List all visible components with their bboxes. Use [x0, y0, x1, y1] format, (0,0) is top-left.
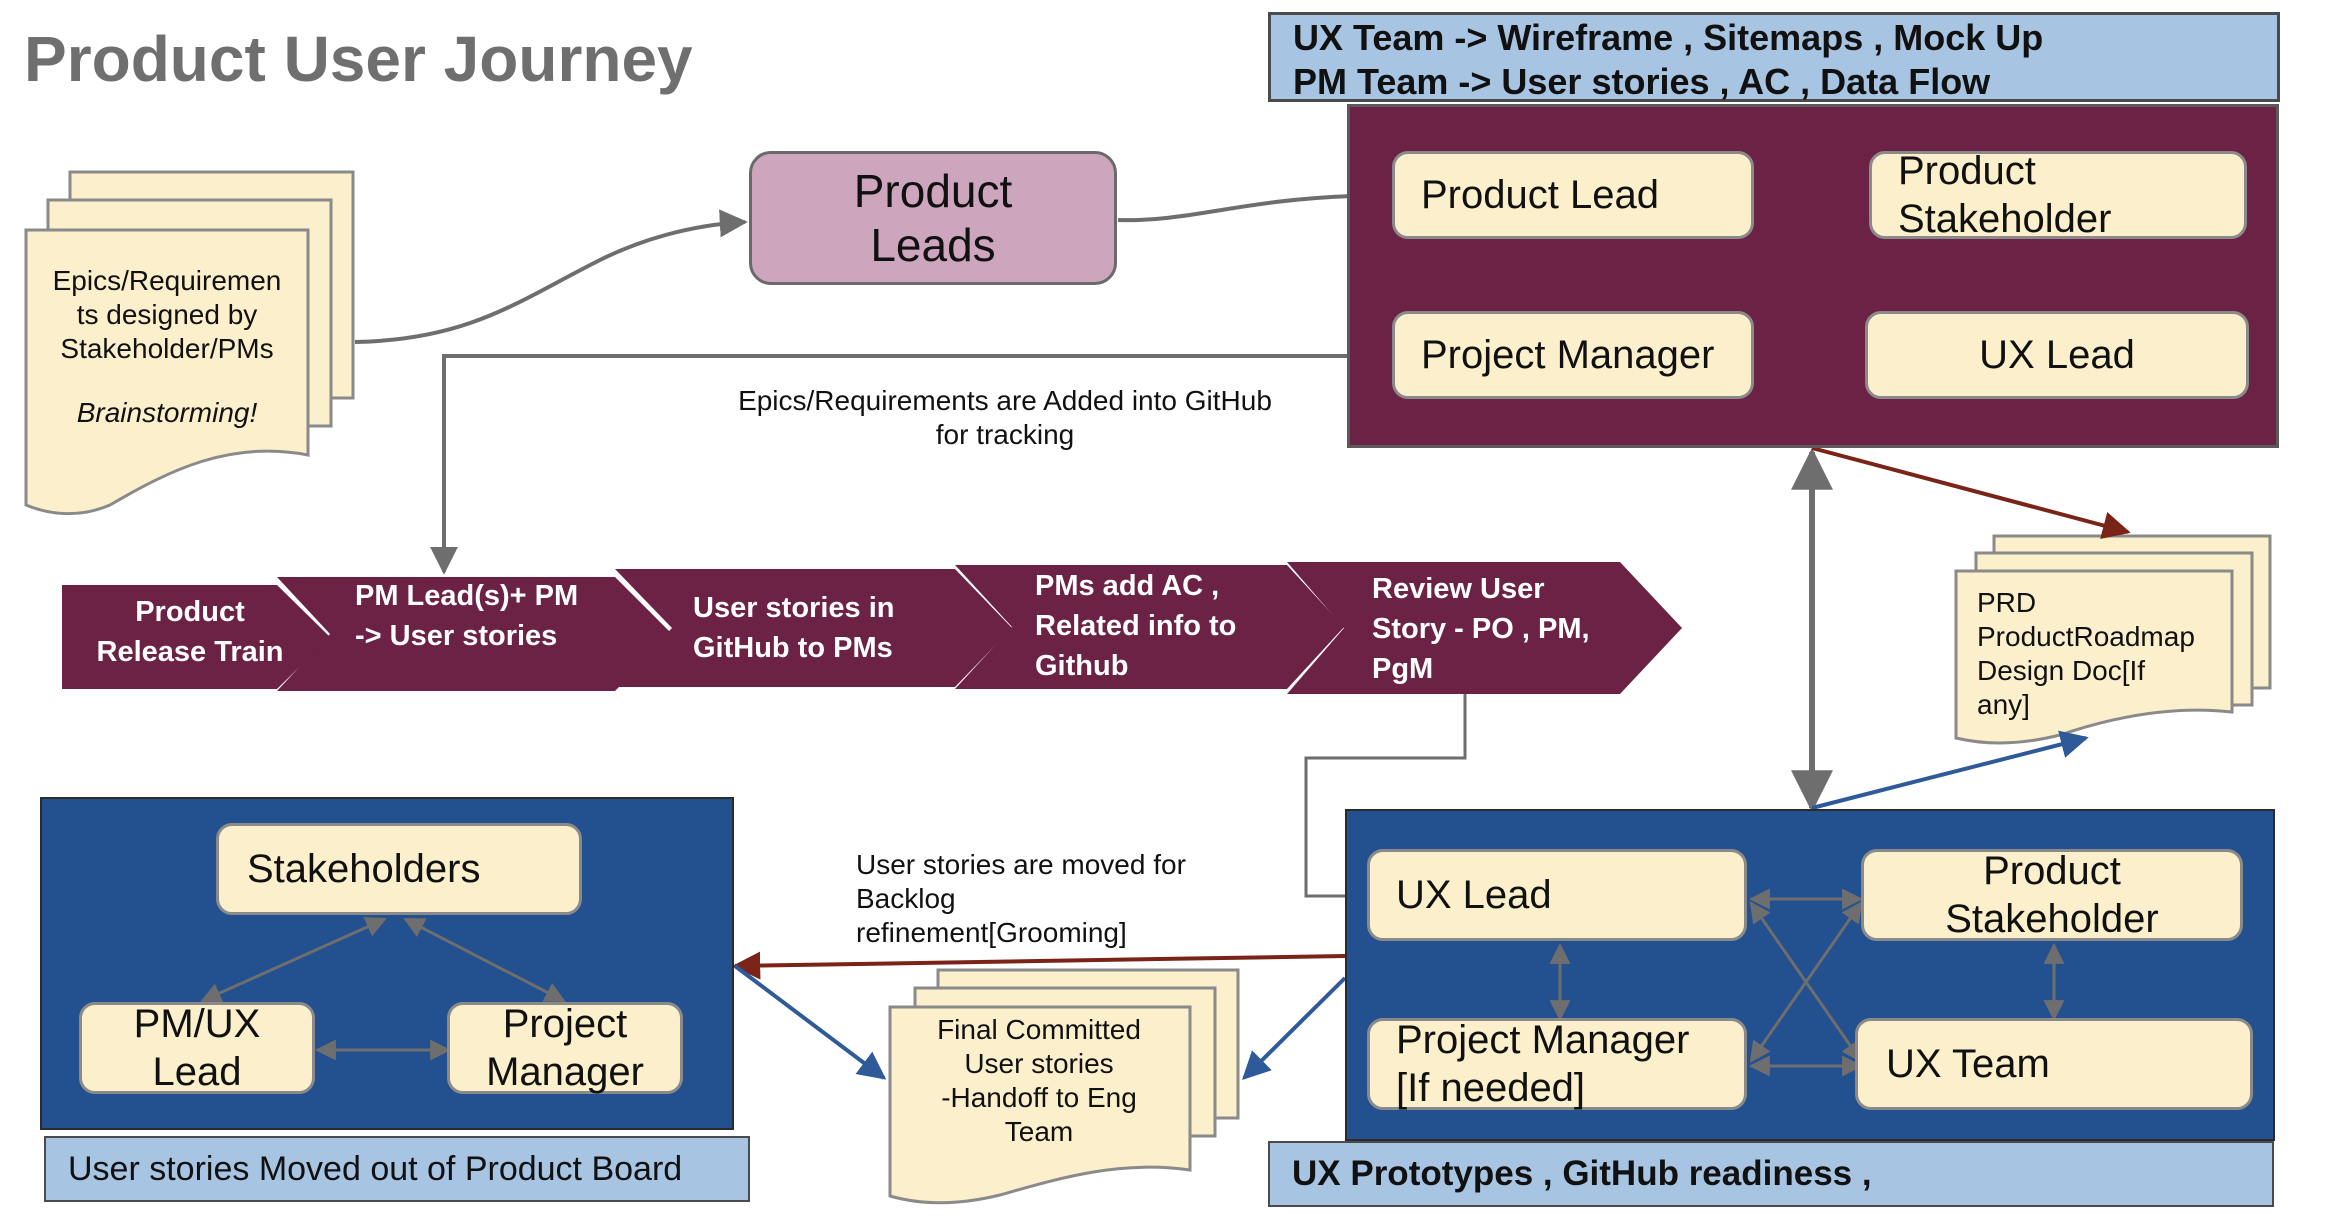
bottom-ux-team-label: UX Team	[1886, 1042, 2050, 1086]
left-project-manager-card: Project Manager	[447, 1002, 683, 1094]
github-note-line-2: for tracking	[935, 419, 1075, 450]
epics-document-stack	[24, 170, 355, 516]
epics-doc-line-3: Stakeholder/PMs	[60, 333, 274, 364]
bottom-panel-to-final-arrow	[1242, 976, 1347, 1080]
prd-document-stack	[1954, 534, 2272, 745]
left-pm-ux-lead-card: PM/UX Lead	[79, 1002, 315, 1094]
chevron-step-1	[62, 585, 330, 689]
bottom-right-banner: UX Prototypes , GitHub readiness ,	[1268, 1141, 2274, 1207]
bottom-ux-lead-card: UX Lead	[1367, 849, 1747, 941]
top-ux-lead-label: UX Lead	[1979, 333, 2135, 377]
epics-doc-line-4: Brainstorming!	[76, 397, 258, 428]
final-document-stack	[888, 968, 1240, 1205]
left-panel-connectors	[200, 917, 566, 1061]
top-project-manager-label: Project Manager	[1421, 333, 1715, 377]
leads-to-panel-line	[1117, 194, 1353, 223]
top-panel-to-prd-arrow	[1811, 446, 2131, 540]
left-bottom-banner: User stories Moved out of Product Board	[44, 1136, 750, 1202]
review-to-ux-lead-line	[1304, 694, 1467, 898]
epics-doc-line-2: ts designed by	[76, 299, 258, 330]
bottom-panel-to-prd-arrow	[1811, 730, 2089, 810]
product-leads-line-2: Leads	[870, 219, 996, 271]
step-5-label: Review User Story - PO , PM, PgM	[1372, 573, 1590, 685]
bottom-project-manager-card: Project Manager [If needed]	[1367, 1018, 1747, 1110]
epics-doc-line-1: Epics/Requiremen	[52, 265, 282, 296]
step-3-label: User stories in GitHub to PMs	[693, 592, 895, 664]
top-banner-line-1: UX Team -> Wireframe , Sitemaps , Mock U…	[1293, 17, 2044, 58]
chevron-step-5	[1287, 562, 1682, 694]
chevron-step-2	[277, 577, 672, 691]
backlog-note: User stories are moved for Backlog refin…	[856, 849, 1186, 948]
prd-doc-text: PRD ProductRoadmap Design Doc[If any]	[1977, 587, 2195, 720]
page-title: Product User Journey	[24, 23, 693, 95]
github-tracking-arrow	[430, 354, 1398, 575]
process-chevrons	[62, 562, 1682, 694]
step-1-label: Product Release Train	[96, 596, 284, 668]
top-product-stakeholder-line-1: Product	[1898, 149, 2036, 193]
step-4-label: PMs add AC , Related info to Github	[1035, 570, 1237, 682]
chevron-step-4	[955, 565, 1344, 689]
left-panel-to-final-arrow	[733, 964, 887, 1080]
bottom-panel-connectors	[1549, 888, 2065, 1077]
top-project-manager-card: Project Manager	[1392, 311, 1754, 399]
backlog-arrow	[732, 951, 1346, 980]
top-product-lead-card: Product Lead	[1392, 151, 1754, 239]
github-tracking-note: Epics/Requirements are Added into GitHub…	[690, 384, 1320, 452]
top-product-stakeholder-card: Product Stakeholder	[1869, 149, 2247, 241]
top-product-lead-label: Product Lead	[1421, 173, 1659, 217]
left-stakeholders-card: Stakeholders	[216, 823, 582, 915]
final-doc-text: Final Committed User stories -Handoff to…	[937, 1014, 1141, 1147]
epics-doc-text: Epics/Requiremen ts designed by Stakehol…	[32, 264, 302, 430]
top-banner-line-2: PM Team -> User stories , AC , Data Flow	[1293, 61, 1991, 102]
top-banner: UX Team -> Wireframe , Sitemaps , Mock U…	[1268, 12, 2280, 102]
product-leads-line-1: Product	[853, 165, 1013, 217]
bottom-product-stakeholder-card: Product Stakeholder	[1861, 849, 2243, 941]
bottom-ux-lead-label: UX Lead	[1396, 873, 1552, 917]
top-product-stakeholder-line-2: Stakeholder	[1898, 197, 2112, 241]
epics-to-leads-arrow	[354, 209, 748, 344]
step-2-label: PM Lead(s)+ PM -> User stories	[355, 580, 579, 652]
top-ux-lead-card: UX Lead	[1865, 311, 2249, 399]
chevron-step-3	[615, 569, 1012, 687]
github-note-line-1: Epics/Requirements are Added into GitHub	[738, 385, 1272, 416]
bottom-ux-team-card: UX Team	[1855, 1018, 2253, 1110]
left-stakeholders-label: Stakeholders	[247, 847, 481, 891]
product-leads-node: Product Leads	[749, 151, 1117, 285]
